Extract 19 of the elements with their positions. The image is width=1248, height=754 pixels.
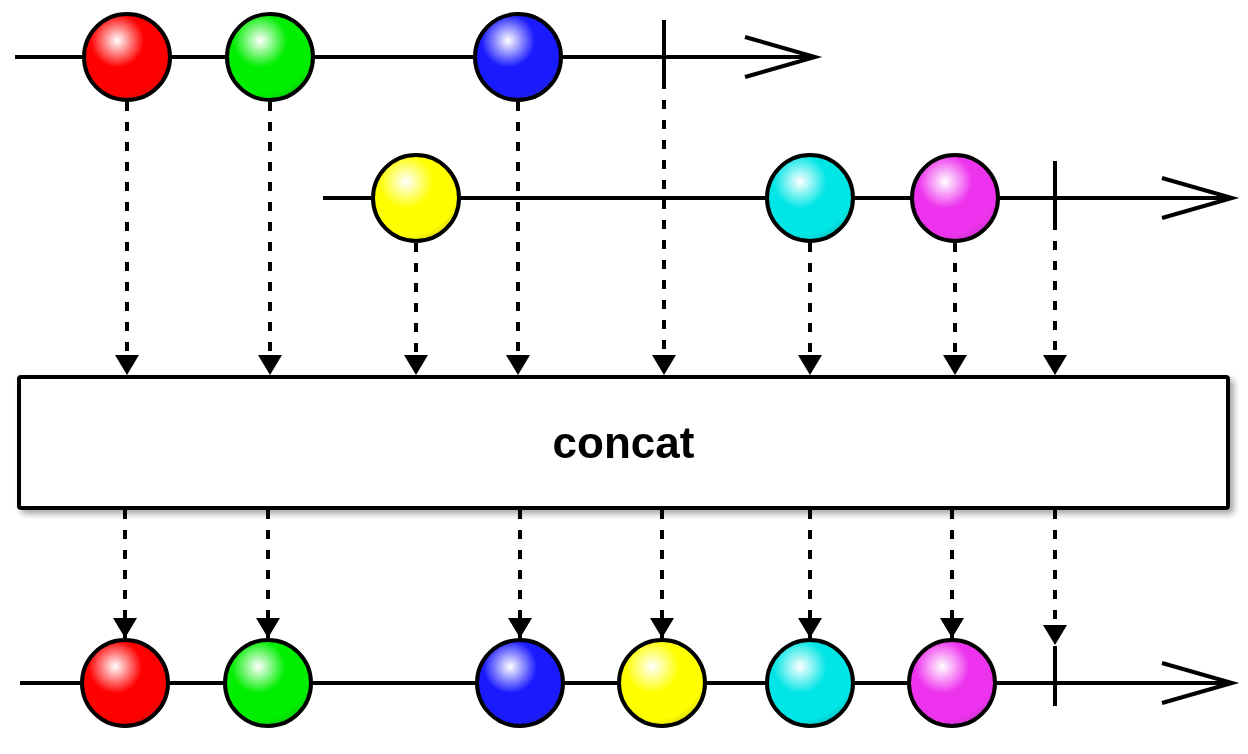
- dotted-arrow: [115, 102, 139, 375]
- completion-bar: [1053, 646, 1057, 706]
- dotted-arrow: [258, 102, 282, 375]
- dotted-arrow: [650, 510, 674, 638]
- dotted-arrow: [508, 510, 532, 638]
- dotted-arrow: [506, 102, 530, 375]
- completion-bar: [1053, 161, 1057, 221]
- dotted-arrow: [256, 510, 280, 638]
- dotted-arrow: [943, 243, 967, 375]
- dotted-arrow: [1043, 221, 1067, 375]
- operator-box: concat: [17, 375, 1230, 510]
- dotted-arrow: [652, 80, 676, 375]
- dotted-arrow: [798, 243, 822, 375]
- completion-bar: [662, 20, 666, 80]
- dotted-arrow: [798, 510, 822, 638]
- dotted-arrow: [113, 510, 137, 638]
- dotted-arrow: [1043, 510, 1067, 645]
- dotted-arrow: [940, 510, 964, 638]
- dotted-arrow: [404, 243, 428, 375]
